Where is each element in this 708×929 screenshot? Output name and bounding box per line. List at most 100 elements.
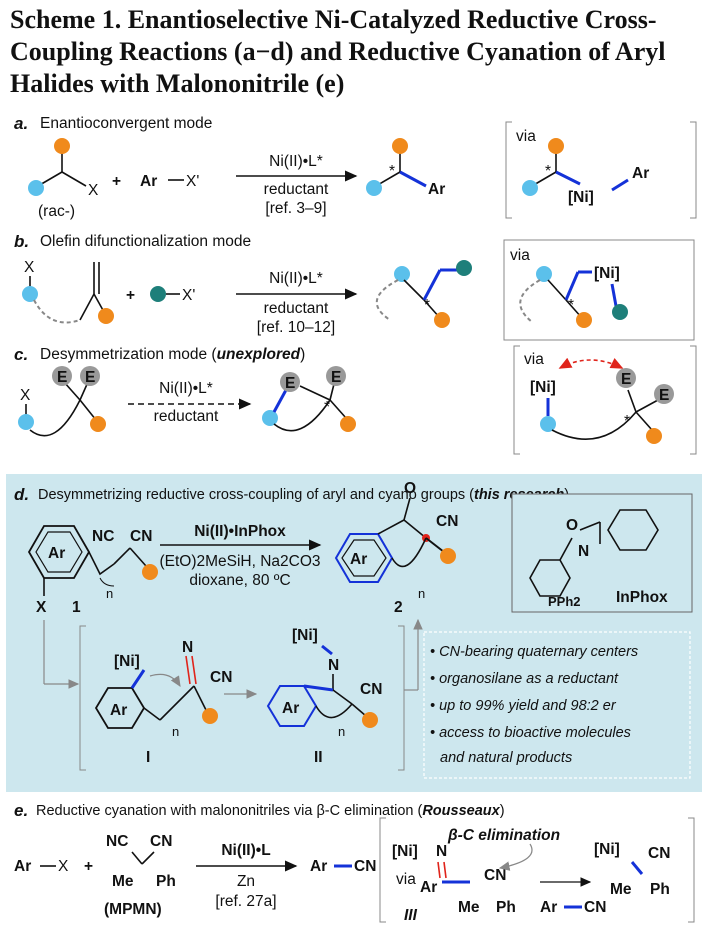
svg-text:NC: NC — [92, 528, 114, 545]
svg-text:E: E — [285, 375, 295, 392]
section-c-heading: Desymmetrization mode (unexplored) — [40, 346, 305, 363]
svg-text:n: n — [172, 724, 179, 739]
svg-text:X: X — [20, 387, 31, 404]
section-b-heading: Olefin difunctionalization mode — [40, 233, 251, 250]
section-d: d. Desymmetrizing reductive cross-coupli… — [6, 474, 702, 792]
svg-text:Ar: Ar — [14, 858, 31, 875]
svg-text:CN: CN — [484, 867, 506, 884]
section-d-letter: d. — [14, 485, 29, 504]
svg-text:Ni(II)•L*: Ni(II)•L* — [159, 380, 213, 397]
svg-text:via: via — [510, 247, 530, 264]
svg-text:E: E — [85, 369, 95, 386]
svg-text:[Ni]: [Ni] — [292, 627, 318, 644]
svg-text:X': X' — [182, 287, 195, 304]
section-a-heading: Enantioconvergent mode — [40, 115, 212, 132]
svg-text:2: 2 — [394, 599, 403, 616]
svg-text:n: n — [338, 724, 345, 739]
scheme-title: Scheme 1. Enantioselective Ni-Catalyzed … — [10, 5, 666, 98]
blue-ball — [28, 180, 44, 196]
via-label: via — [516, 128, 536, 145]
ref-label: [ref. 3–9] — [265, 200, 326, 217]
section-e: e. Reductive cyanation with malononitril… — [14, 801, 695, 924]
svg-text:[ref. 10–12]: [ref. 10–12] — [257, 319, 335, 336]
svg-text:N: N — [436, 843, 447, 860]
svg-text:Ar: Ar — [540, 899, 557, 916]
product-2: Ar O CN n 2 — [334, 480, 458, 616]
svg-text:Ar: Ar — [282, 700, 299, 717]
plus: + — [112, 173, 121, 190]
svg-text:β-C elimination: β-C elimination — [447, 827, 560, 844]
svg-text:[Ni]: [Ni] — [594, 841, 620, 858]
svg-text:O: O — [404, 480, 416, 497]
svg-text:II: II — [314, 749, 323, 766]
mechanism-d: Ar [Ni] N n CN I Ar [Ni] N CN — [43, 618, 423, 771]
svg-text:CN: CN — [130, 528, 152, 545]
teal-ball — [150, 286, 166, 302]
svg-text:*: * — [624, 413, 630, 430]
section-d-heading: Desymmetrizing reductive cross-coupling … — [38, 487, 569, 503]
via-bracket-e: β-C elimination [Ni] N via Ar CN Me Ph I… — [379, 817, 695, 924]
svg-text:CN: CN — [584, 899, 606, 916]
svg-text:X: X — [24, 259, 35, 276]
bullet-list: • CN-bearing quaternary centers • organo… — [423, 631, 691, 779]
svg-text:[ref. 27a]: [ref. 27a] — [215, 893, 276, 910]
xprime-label: X' — [186, 173, 199, 190]
svg-text:I: I — [146, 749, 150, 766]
svg-text:PPh2: PPh2 — [548, 594, 581, 609]
reductant-label: reductant — [264, 181, 329, 198]
svg-text:dioxane, 80 ºC: dioxane, 80 ºC — [189, 572, 290, 589]
svg-text:E: E — [331, 369, 341, 386]
catalyst-label: Ni(II)•L* — [269, 153, 323, 170]
section-a-letter: a. — [14, 114, 28, 133]
svg-text:Ph: Ph — [650, 881, 670, 898]
svg-text:Ar: Ar — [48, 545, 65, 562]
via-bracket-c: via [Ni] E E * — [513, 345, 697, 455]
svg-text:• organosilane as a reductant: • organosilane as a reductant — [430, 671, 619, 687]
svg-text:*: * — [568, 297, 574, 314]
svg-text:InPhox: InPhox — [616, 589, 668, 606]
svg-text:X: X — [58, 858, 69, 875]
svg-text:n: n — [418, 586, 425, 601]
section-a: a. Enantioconvergent mode X (rac-) + Ar … — [14, 114, 697, 220]
svg-text:N: N — [182, 639, 193, 656]
orange-ball — [54, 138, 70, 154]
svg-text:[Ni]: [Ni] — [114, 653, 140, 670]
section-e-heading: Reductive cyanation with malononitriles … — [36, 803, 505, 819]
desym-substrate: X E E — [18, 366, 106, 437]
svg-text:+: + — [126, 287, 135, 304]
svg-text:E: E — [621, 371, 631, 388]
svg-text:CN: CN — [360, 681, 382, 698]
svg-text:Ar: Ar — [420, 879, 437, 896]
svg-text:*: * — [424, 297, 430, 314]
svg-text:1: 1 — [72, 599, 81, 616]
svg-text:and natural products: and natural products — [440, 750, 572, 766]
svg-text:CN: CN — [648, 845, 670, 862]
svg-text:Ni(II)•InPhox: Ni(II)•InPhox — [194, 523, 286, 540]
rac-label: (rac-) — [38, 203, 75, 220]
section-c: c. Desymmetrization mode (unexplored) X … — [14, 345, 697, 455]
product-b: * — [375, 260, 472, 328]
section-c-letter: c. — [14, 345, 28, 364]
via-bracket-a: via * [Ni] Ar — [505, 121, 697, 219]
svg-text:Ar: Ar — [310, 858, 327, 875]
svg-text:Me: Me — [112, 873, 134, 890]
svg-text:CN: CN — [210, 669, 232, 686]
svg-text:*: * — [324, 399, 330, 416]
section-e-letter: e. — [14, 801, 28, 820]
svg-text:Ph: Ph — [156, 873, 176, 890]
svg-text:Ar: Ar — [110, 702, 127, 719]
svg-text:via: via — [524, 351, 544, 368]
x-label: X — [88, 182, 99, 199]
svg-text:O: O — [566, 517, 578, 534]
product-c: E E * — [262, 366, 356, 432]
svg-text:N: N — [578, 543, 589, 560]
rac-substrate: X (rac-) — [28, 138, 99, 220]
via-ar: Ar — [632, 165, 649, 182]
svg-text:(MPMN): (MPMN) — [104, 901, 162, 918]
svg-text:*: * — [545, 163, 551, 180]
svg-text:X: X — [36, 599, 47, 616]
section-b: b. Olefin difunctionalization mode X + X… — [14, 232, 695, 341]
svg-text:(EtO)2MeSiH, Na2CO3: (EtO)2MeSiH, Na2CO3 — [159, 553, 320, 570]
svg-text:N: N — [328, 657, 339, 674]
